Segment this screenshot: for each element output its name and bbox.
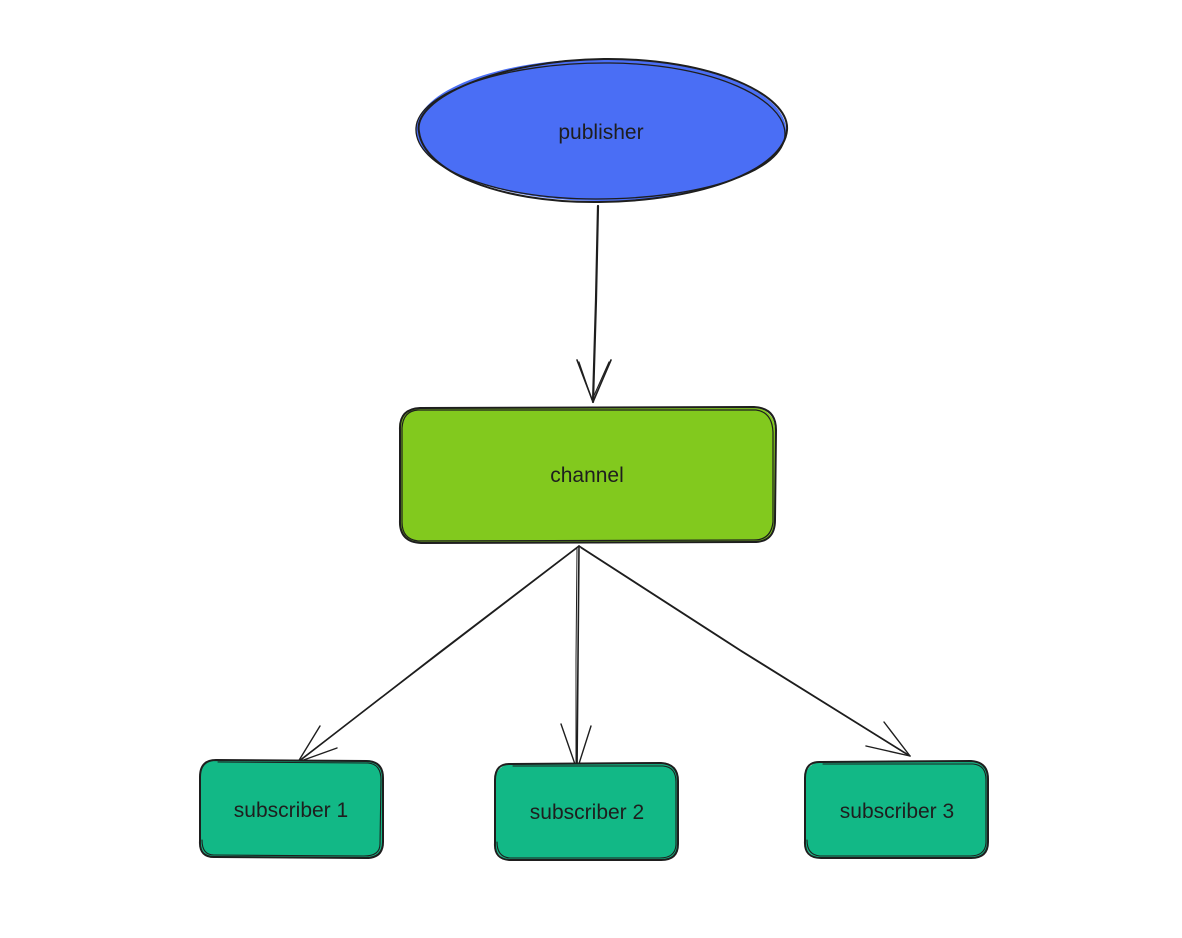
- subscriber-3-outline-sketch: [806, 763, 987, 857]
- subscriber-1-outline-sketch: [201, 761, 382, 857]
- arrowhead-sketch: [578, 361, 610, 401]
- arrowhead-icon: [576, 359, 612, 403]
- subscriber-3-label: subscriber 3: [840, 800, 954, 823]
- edge-line: [576, 545, 580, 771]
- subscriber-1-outline: [198, 759, 384, 859]
- subscriber-2-shape: [495, 764, 678, 860]
- subscriber-3-shape: [805, 762, 988, 858]
- edge-line: [591, 204, 600, 404]
- channel-outline: [398, 406, 777, 544]
- subscriber-1-label: subscriber 1: [234, 799, 348, 822]
- subscriber-3-outline: [803, 760, 989, 859]
- subscriber-2-node: subscriber 2: [493, 762, 679, 861]
- channel-node: channel: [398, 406, 777, 544]
- channel-label: channel: [550, 464, 624, 487]
- subscriber-1-node: subscriber 1: [198, 759, 384, 859]
- subscriber-2-label: subscriber 2: [530, 801, 644, 824]
- publisher-outline-sketch: [415, 62, 786, 200]
- edge-channel-subscriber-2: [560, 545, 592, 771]
- edge-line-sketch: [575, 547, 578, 769]
- channel-shape: [399, 408, 775, 542]
- publisher-node: publisher: [415, 57, 789, 204]
- edge-channel-subscriber-3: [578, 545, 911, 757]
- arrowhead-icon: [865, 721, 911, 757]
- edge-line-sketch: [580, 547, 907, 755]
- publisher-label: publisher: [558, 121, 643, 144]
- subscriber-2-outline-sketch: [496, 765, 677, 859]
- subscriber-3-node: subscriber 3: [803, 760, 989, 859]
- publisher-shape: [416, 59, 786, 201]
- subscriber-2-outline: [493, 762, 679, 861]
- edge-line: [578, 545, 911, 757]
- publisher-outline: [417, 57, 789, 204]
- channel-outline-sketch: [401, 409, 774, 542]
- edge-line-sketch: [299, 547, 578, 761]
- subscriber-1-shape: [200, 760, 383, 858]
- edge-channel-subscriber-1: [297, 545, 580, 763]
- edge-publisher-channel: [576, 204, 612, 404]
